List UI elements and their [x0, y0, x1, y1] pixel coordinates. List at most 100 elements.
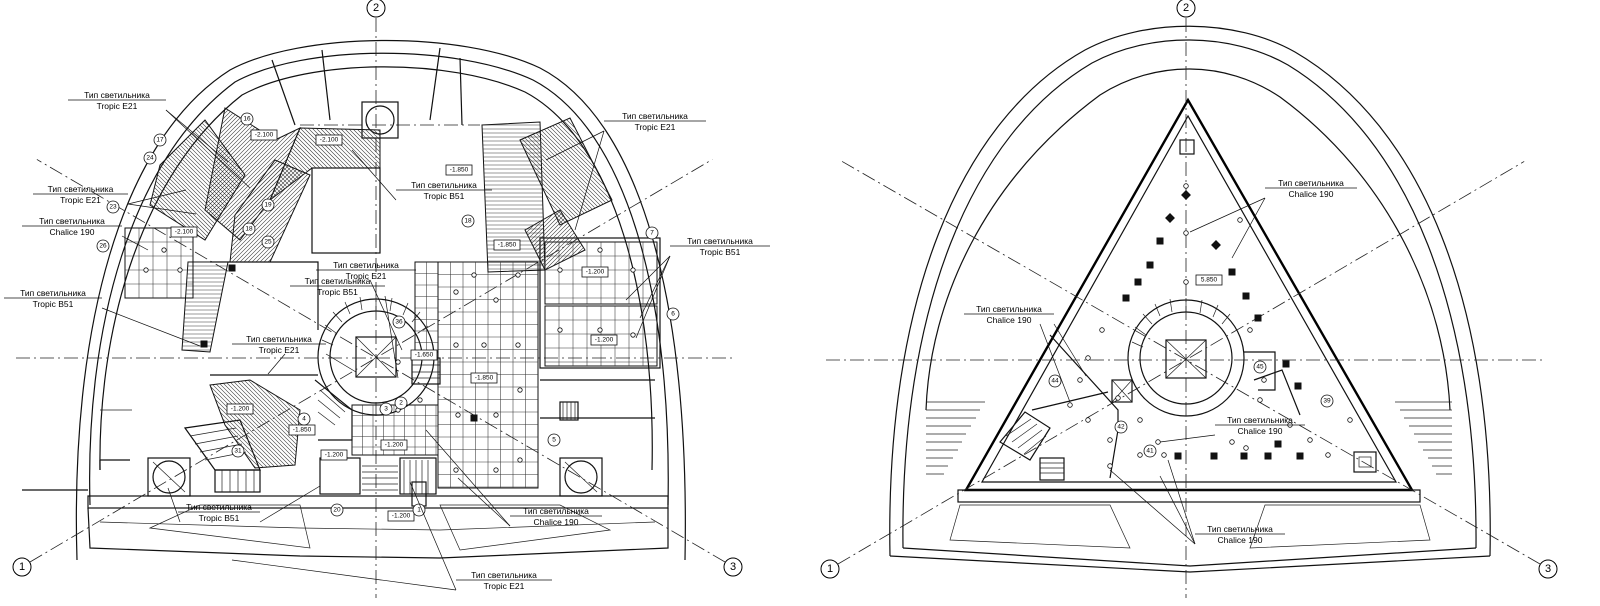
fixture-tropic-symbol: [1296, 452, 1304, 460]
room-number: 45: [1253, 360, 1267, 374]
fixture-chalice-symbol: [161, 247, 167, 253]
level-tag-text: -1.850: [293, 427, 312, 434]
hatch-line: [108, 128, 180, 200]
callout-leader: [425, 429, 511, 527]
hatch-line: [174, 120, 245, 240]
axis-bubble: [12, 557, 32, 577]
room-number-circle: [547, 433, 561, 447]
fixture-chalice-symbol: [1243, 445, 1249, 451]
hatch-line: [68, 160, 170, 262]
hatch-line: [339, 128, 380, 200]
callout-type: Tropic B51: [199, 513, 240, 523]
hatch-line: [320, 160, 422, 262]
level-tag: -1.650: [410, 349, 438, 361]
room-number-circle: [379, 402, 393, 416]
axis-line-1: [837, 161, 1525, 565]
hatch-line: [84, 380, 172, 468]
room-number: 3: [379, 402, 393, 416]
callout-type: Tropic E21: [60, 195, 101, 205]
hatch-line: [92, 380, 180, 468]
level-tag-box: [590, 334, 618, 346]
hatch-line: [352, 160, 454, 262]
hatch-line: [235, 380, 300, 468]
hatch-line: [150, 120, 200, 240]
hatch-line: [104, 380, 192, 468]
hatch-line: [341, 118, 448, 225]
room-number-circle: [1143, 444, 1157, 458]
callout-leader: [121, 235, 149, 251]
hatch-line: [621, 210, 681, 270]
hatch-line: [625, 210, 685, 270]
hatch-line: [351, 128, 380, 200]
level-tag-text: -1.200: [231, 406, 250, 413]
room-number-text: 24: [146, 155, 154, 162]
fixture-chalice-symbol: [1107, 463, 1113, 469]
fixture-tropic-symbol: [1174, 452, 1182, 460]
hatch-line: [186, 120, 245, 240]
room-number: 26: [96, 239, 110, 253]
fixture-chalice-symbol: [1155, 439, 1161, 445]
hatch-line: [44, 380, 132, 468]
hatch-line: [324, 160, 426, 262]
hatch-line: [48, 380, 136, 468]
room-number-circle: [392, 315, 406, 329]
fixture-chalice-symbol: [1077, 377, 1083, 383]
hatch-line: [392, 160, 494, 262]
hatch-line: [344, 160, 446, 262]
hatch-line: [605, 210, 665, 270]
level-tag-text: -1.850: [450, 167, 469, 174]
fixture-tropic-symbol: [1210, 452, 1218, 460]
fixture-chalice-symbol: [1107, 437, 1113, 443]
fixture-chalice-symbol: [1237, 217, 1243, 223]
axis-label: 2: [373, 2, 379, 14]
hatch-line: [230, 160, 303, 262]
left-plan: [22, 39, 686, 561]
hatch-line: [528, 118, 612, 225]
room-number: 36: [392, 315, 406, 329]
room-number-text: 19: [264, 202, 272, 209]
room-number-text: 7: [650, 230, 654, 237]
hatch-line: [205, 108, 247, 240]
fixture-chalice-symbol: [1067, 402, 1073, 408]
hatch-line: [210, 380, 273, 468]
hatch-line: [64, 380, 152, 468]
room-number: 16: [240, 112, 254, 126]
fixture-tropic-symbol: [1274, 440, 1282, 448]
room-number-circle: [143, 151, 157, 165]
room-number-text: 2: [399, 400, 403, 407]
fixture-chalice-symbol: [493, 467, 499, 473]
left-outer-wall: [75, 39, 686, 561]
hatch-line: [520, 118, 593, 225]
hatch-line: [677, 118, 784, 225]
hatch-line: [608, 118, 612, 225]
fixture-chalice-symbol: [557, 267, 563, 273]
level-tag-text: 5.850: [1201, 277, 1218, 284]
fixture-chalice-symbol: [481, 342, 487, 348]
hatch-line: [104, 160, 206, 262]
callout-leader: [1053, 323, 1087, 377]
callout-title: Тип светильника: [39, 216, 105, 226]
level-tag-box: [445, 164, 473, 176]
hatch-line: [150, 120, 208, 240]
room-number-text: 1: [417, 507, 421, 514]
fixture-chalice-symbol: [1085, 355, 1091, 361]
hatch-line: [270, 128, 293, 200]
ceiling-grid-se: [544, 305, 658, 367]
hatch-line: [669, 118, 776, 225]
callout-type: Tropic B51: [317, 287, 358, 297]
axis-bubble: [1538, 559, 1558, 579]
hatch-arc-frame: [229, 159, 311, 263]
hatch-line: [205, 108, 291, 240]
hatch-line: [347, 128, 380, 200]
hatch-line: [552, 118, 612, 225]
level-tag: -1.200: [380, 439, 408, 451]
hatch-line: [316, 160, 418, 262]
hatch-line: [689, 118, 796, 225]
hatch-line: [178, 120, 245, 240]
hatch-line: [593, 210, 653, 270]
hatch-line: [709, 118, 816, 225]
